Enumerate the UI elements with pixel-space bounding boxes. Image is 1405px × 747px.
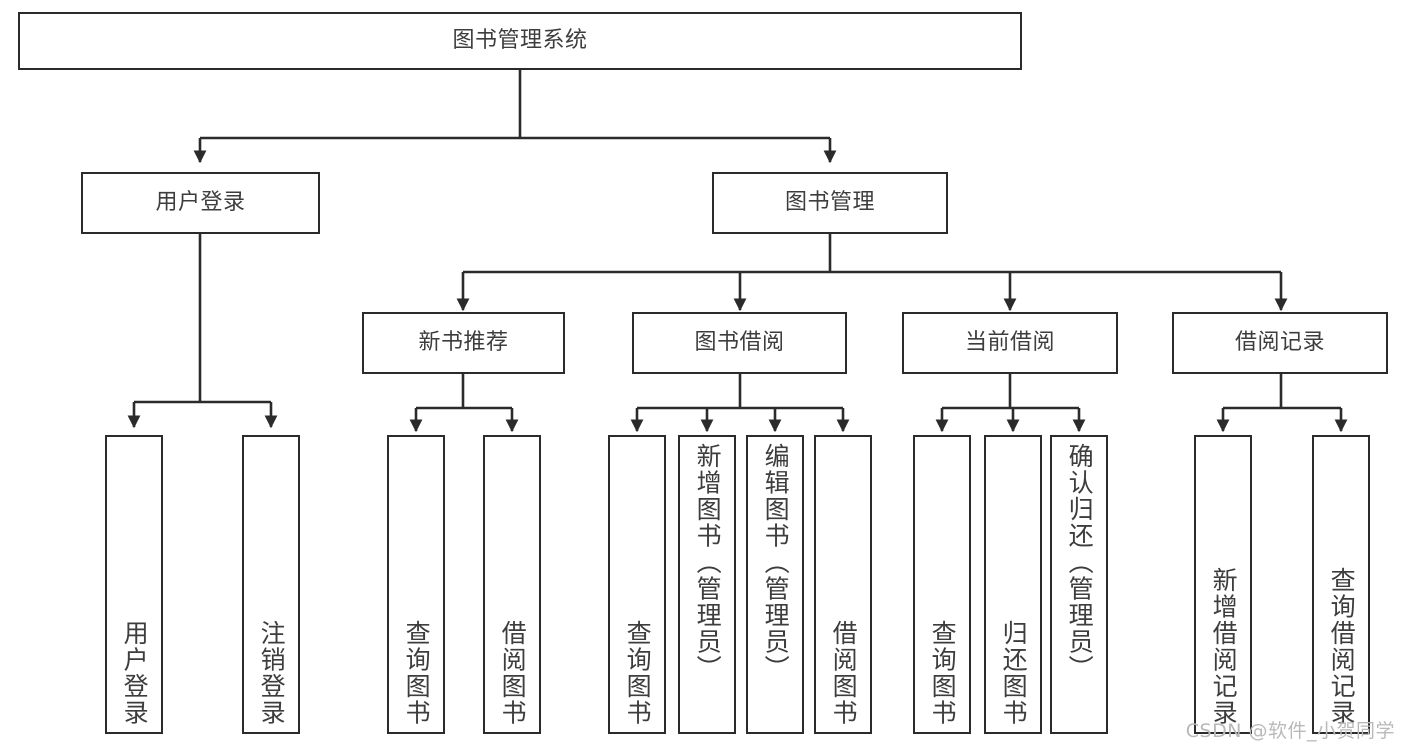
node-current-borrow[interactable]: 当前借阅: [902, 312, 1118, 374]
leaf-add-book-label: 新增图书（管理员）: [693, 443, 723, 682]
leaf-query-book-1-label: 查询图书: [402, 620, 432, 726]
leaf-user-login[interactable]: 用户登录: [105, 435, 163, 734]
leaf-user-login-wrap: 用户登录: [107, 437, 161, 732]
leaf-query-book-3[interactable]: 查询图书: [913, 435, 971, 734]
leaf-confirm-return-wrap: 确认归还（管理员）: [1052, 437, 1106, 732]
node-root-label: 图书管理系统: [452, 27, 588, 53]
leaf-query-book-3-wrap: 查询图书: [915, 437, 969, 732]
leaf-confirm-return-label: 确认归还（管理员）: [1065, 443, 1095, 682]
leaf-borrow-book-1[interactable]: 借阅图书: [483, 435, 541, 734]
leaf-query-book-1[interactable]: 查询图书: [387, 435, 445, 734]
leaf-add-record-wrap: 新增借阅记录: [1196, 437, 1250, 732]
leaf-add-record[interactable]: 新增借阅记录: [1194, 435, 1252, 734]
node-user-login-label: 用户登录: [155, 189, 246, 215]
leaf-borrow-book-1-wrap: 借阅图书: [485, 437, 539, 732]
node-current-borrow-label: 当前借阅: [964, 329, 1055, 355]
leaf-logout-label: 注销登录: [257, 620, 287, 726]
node-book-management-label: 图书管理: [784, 189, 875, 215]
leaf-query-book-1-wrap: 查询图书: [389, 437, 443, 732]
node-new-book-recommend-label: 新书推荐: [418, 329, 509, 355]
leaf-query-record-wrap: 查询借阅记录: [1314, 437, 1368, 732]
leaf-query-record[interactable]: 查询借阅记录: [1312, 435, 1370, 734]
leaf-borrow-book-1-label: 借阅图书: [498, 620, 528, 726]
node-new-book-recommend[interactable]: 新书推荐: [362, 312, 565, 374]
leaf-query-book-2[interactable]: 查询图书: [608, 435, 666, 734]
leaf-add-book-wrap: 新增图书（管理员）: [680, 437, 734, 732]
leaf-confirm-return[interactable]: 确认归还（管理员）: [1050, 435, 1108, 734]
node-book-borrow-label: 图书借阅: [694, 329, 785, 355]
node-book-borrow[interactable]: 图书借阅: [632, 312, 847, 374]
node-user-login[interactable]: 用户登录: [81, 172, 320, 234]
leaf-query-book-2-label: 查询图书: [623, 620, 653, 726]
leaf-query-book-2-wrap: 查询图书: [610, 437, 664, 732]
node-book-management[interactable]: 图书管理: [712, 172, 948, 234]
leaf-add-book[interactable]: 新增图书（管理员）: [678, 435, 736, 734]
leaf-user-login-label: 用户登录: [120, 620, 150, 726]
leaf-add-record-label: 新增借阅记录: [1209, 567, 1239, 726]
leaf-return-book-label: 归还图书: [999, 620, 1029, 726]
leaf-return-book[interactable]: 归还图书: [984, 435, 1042, 734]
leaf-query-book-3-label: 查询图书: [928, 620, 958, 726]
leaf-logout[interactable]: 注销登录: [242, 435, 300, 734]
leaf-borrow-book-2[interactable]: 借阅图书: [814, 435, 872, 734]
leaf-borrow-book-2-wrap: 借阅图书: [816, 437, 870, 732]
watermark-text: CSDN @软件_小贺同学: [1185, 720, 1395, 742]
leaf-query-record-label: 查询借阅记录: [1327, 567, 1357, 726]
leaf-edit-book-wrap: 编辑图书（管理员）: [748, 437, 802, 732]
leaf-edit-book-label: 编辑图书（管理员）: [761, 443, 791, 682]
leaf-return-book-wrap: 归还图书: [986, 437, 1040, 732]
leaf-logout-wrap: 注销登录: [244, 437, 298, 732]
node-root[interactable]: 图书管理系统: [18, 12, 1022, 70]
leaf-edit-book[interactable]: 编辑图书（管理员）: [746, 435, 804, 734]
leaf-borrow-book-2-label: 借阅图书: [829, 620, 859, 726]
node-borrow-record[interactable]: 借阅记录: [1172, 312, 1388, 374]
node-borrow-record-label: 借阅记录: [1234, 329, 1325, 355]
